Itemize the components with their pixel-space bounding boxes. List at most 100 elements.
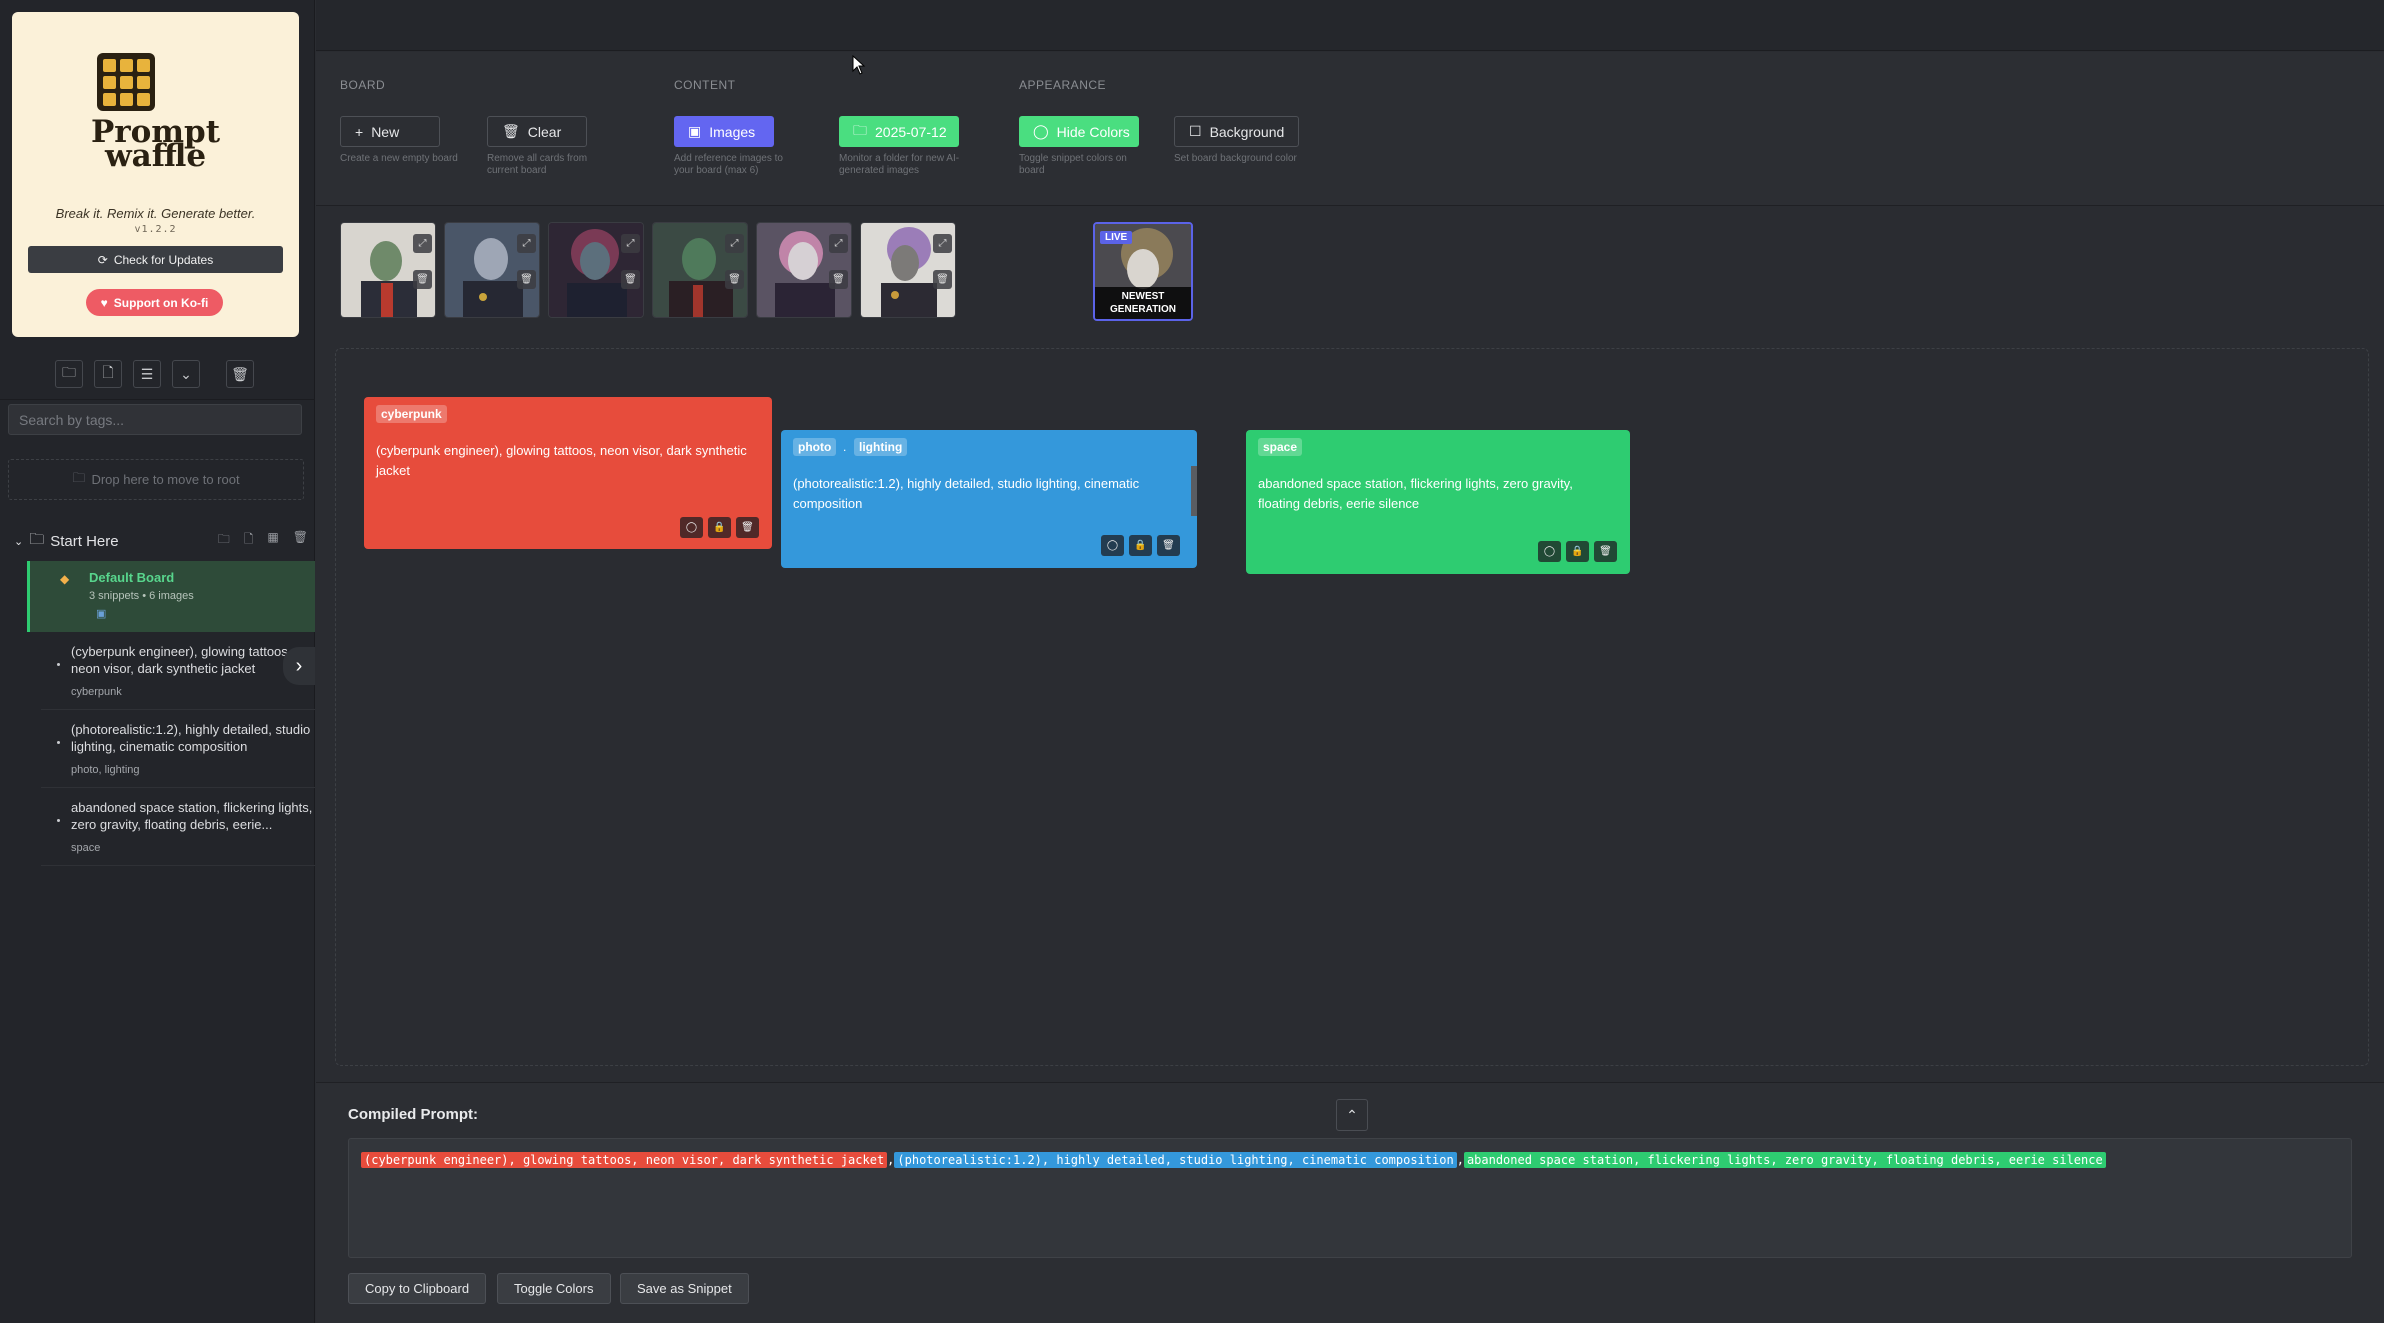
lock-icon[interactable]: 🔒 (708, 517, 731, 538)
trash-icon[interactable]: 🗑 (933, 270, 952, 289)
file-plus-icon[interactable]: 🗋 (243, 532, 254, 546)
check-updates-button[interactable]: ⟳ Check for Updates (28, 246, 283, 273)
kofi-button[interactable]: ♥ Support on Ko-fi (86, 289, 223, 316)
reference-image[interactable]: ⤢ 🗑 (444, 222, 540, 318)
color-drop-icon[interactable]: ◯ (1538, 541, 1561, 562)
grid-icon[interactable]: ▦ (267, 530, 279, 544)
delete-button[interactable]: 🗑 (226, 360, 254, 388)
clear-description-line1: Remove all cards from (487, 153, 588, 164)
trash-icon: 🗑 (502, 123, 520, 139)
dropzone-label: Drop here to move to root (91, 472, 240, 487)
app-version: v1.2.2 (134, 224, 177, 235)
new-label: New (371, 123, 400, 140)
copy-clipboard-button[interactable]: Copy to Clipboard (348, 1273, 487, 1304)
board-icon: ◆ (60, 572, 70, 586)
root-dropzone[interactable]: 🗀 Drop here to move to root (8, 459, 304, 500)
card-tag: space (1258, 438, 1303, 456)
live-generation-preview[interactable]: LIVE NEWEST GENERATION (1093, 222, 1193, 321)
images-label: Images (709, 123, 756, 140)
bullet-icon (57, 663, 60, 666)
list-item[interactable]: abandoned space station, flickering ligh… (41, 799, 315, 866)
images-button[interactable]: ▣Images (674, 116, 774, 147)
watch-folder-label: 2025-07-12 (875, 123, 947, 140)
trash-icon[interactable]: 🗑 (736, 517, 759, 538)
board-group-label: BOARD (340, 78, 386, 92)
folder-icon: 🗀 (853, 121, 867, 138)
snippet-card-cyberpunk[interactable]: cyberpunk (cyberpunk engineer), glowing … (364, 397, 772, 549)
new-board-button[interactable]: + New (340, 116, 440, 147)
reference-image[interactable]: ⤢ 🗑 (652, 222, 748, 318)
portrait-image (861, 223, 955, 317)
reference-image[interactable]: ⤢ 🗑 (340, 222, 436, 318)
toggle-colors-button[interactable]: Toggle Colors (497, 1273, 611, 1304)
chevron-right-icon: › (295, 654, 303, 677)
board-item-default[interactable]: ◆ Default Board 3 snippets • 6 images ▣ (27, 561, 315, 632)
folder-start-here[interactable]: ⌄ 🗀 Start Here 🗀 🗋 ▦ 🗑 (14, 530, 312, 552)
snippet-card-photo[interactable]: photo . lighting (photorealistic:1.2), h… (781, 430, 1197, 568)
file-plus-icon: 🗋 (102, 364, 114, 380)
watch-folder-button[interactable]: 🗀 2025-07-12 (839, 116, 959, 147)
prompt-segment: abandoned space station, flickering ligh… (1463, 1152, 2106, 1168)
hide-colors-button[interactable]: ◯Hide Colors (1019, 116, 1139, 147)
kofi-label: Support on Ko-fi (113, 295, 209, 310)
expand-icon[interactable]: ⤢ (517, 234, 536, 253)
trash-icon[interactable]: 🗑 (1157, 535, 1180, 556)
expand-icon[interactable]: ⤢ (621, 234, 640, 253)
refresh-icon: ⟳ (97, 252, 108, 267)
hide-colors-description-line1: Toggle snippet colors on (1019, 153, 1127, 164)
trash-icon[interactable]: 🗑 (1594, 541, 1617, 562)
save-snippet-button[interactable]: Save as Snippet (620, 1273, 749, 1304)
trash-icon[interactable]: 🗑 (517, 270, 536, 289)
color-drop-icon[interactable]: ◯ (1101, 535, 1124, 556)
trash-icon[interactable]: 🗑 (725, 270, 744, 289)
board-canvas[interactable]: cyberpunk (cyberpunk engineer), glowing … (335, 348, 2369, 1066)
expand-icon[interactable]: ⤢ (413, 234, 432, 253)
list-icon: ☰ (140, 365, 154, 382)
plus-icon: + (355, 123, 364, 140)
collapse-all-button[interactable]: ⌄ (172, 360, 200, 388)
collapse-button[interactable]: ⌃ (1336, 1099, 1368, 1131)
trash-icon[interactable]: 🗑 (829, 270, 848, 289)
color-drop-icon[interactable]: ◯ (680, 517, 703, 538)
new-description: Create a new empty board (340, 153, 458, 164)
prompt-separator: , (887, 1153, 895, 1167)
app-logo-text: Prompt waffle (12, 117, 299, 172)
reference-image[interactable]: ⤢ 🗑 (548, 222, 644, 318)
card-actions: ◯ 🔒 🗑 (1538, 541, 1617, 562)
list-item[interactable]: (cyberpunk engineer), glowing tattoos, n… (41, 643, 315, 710)
board-meta: 3 snippets • 6 images (89, 590, 194, 602)
lock-icon[interactable]: 🔒 (1566, 541, 1589, 562)
list-item[interactable]: (photorealistic:1.2), highly detailed, s… (41, 721, 315, 788)
watch-folder-description-line2: generated images (839, 165, 920, 176)
folder-plus-icon[interactable]: 🗀 (217, 532, 230, 546)
compiled-prompt-title: Compiled Prompt: (348, 1106, 478, 1123)
scrollbar[interactable] (1191, 466, 1197, 516)
expand-icon[interactable]: ⤢ (725, 234, 744, 253)
new-folder-button[interactable]: 🗀 (55, 360, 83, 388)
expand-icon[interactable]: ⤢ (933, 234, 952, 253)
reference-image[interactable]: ⤢ 🗑 (756, 222, 852, 318)
tag-search-input[interactable]: Search by tags... (8, 404, 302, 435)
image-icon: ▣ (96, 608, 107, 620)
list-view-button[interactable]: ☰ (133, 360, 161, 388)
snippet-card-space[interactable]: space abandoned space station, flickerin… (1246, 430, 1630, 574)
clear-board-button[interactable]: 🗑Clear (487, 116, 587, 147)
prompt-separator: , (1456, 1153, 1464, 1167)
sidebar-expand-button[interactable]: › (283, 647, 315, 685)
watch-folder-description-line1: Monitor a folder for new AI- (839, 153, 960, 164)
background-description: Set board background color (1174, 153, 1297, 164)
compiled-prompt-text[interactable]: (cyberpunk engineer), glowing tattoos, n… (348, 1138, 2352, 1258)
background-button[interactable]: ☐Background (1174, 116, 1299, 147)
tag-separator: . (843, 440, 847, 454)
board-name: Default Board (89, 570, 175, 585)
card-tag: lighting (854, 438, 908, 456)
reference-image[interactable]: ⤢ 🗑 (860, 222, 956, 318)
lock-icon[interactable]: 🔒 (1129, 535, 1152, 556)
snippet-text: (photorealistic:1.2), highly detailed, s… (71, 722, 311, 754)
check-updates-label: Check for Updates (113, 252, 214, 267)
trash-icon[interactable]: 🗑 (621, 270, 640, 289)
expand-icon[interactable]: ⤢ (829, 234, 848, 253)
trash-icon[interactable]: 🗑 (292, 530, 308, 544)
new-board-button[interactable]: 🗋 (94, 360, 122, 388)
trash-icon[interactable]: 🗑 (413, 270, 432, 289)
